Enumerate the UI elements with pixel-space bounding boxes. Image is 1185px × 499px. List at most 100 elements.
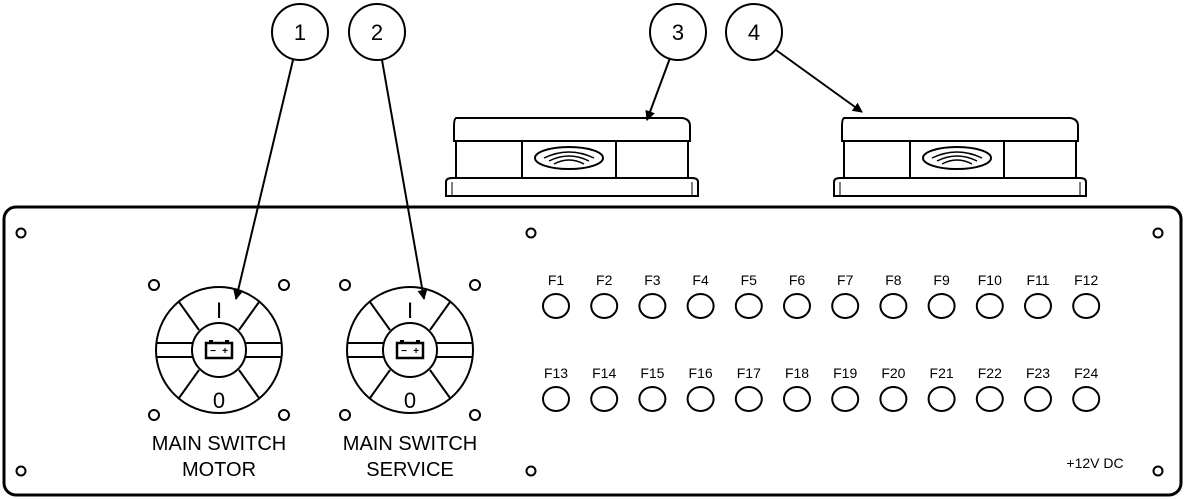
battery-minus: − — [401, 346, 407, 357]
fuse-label: F8 — [885, 272, 902, 288]
fuse-label: F13 — [544, 365, 568, 381]
fuse-label: F14 — [592, 365, 616, 381]
fuse-socket[interactable] — [879, 293, 908, 319]
callout-number: 3 — [672, 20, 684, 45]
fuse-f13[interactable]: F13 — [542, 365, 570, 412]
fuse-label: F24 — [1074, 365, 1098, 381]
fuse-f10[interactable]: F10 — [975, 272, 1004, 319]
fuse-label: F22 — [978, 365, 1002, 381]
fuse-socket[interactable] — [927, 293, 956, 319]
fuse-f5[interactable]: F5 — [734, 272, 763, 319]
switch-off-label: 0 — [404, 388, 416, 413]
fuse-f20[interactable]: F20 — [879, 365, 908, 412]
mounting-hole — [1152, 465, 1164, 477]
fuse-label: F20 — [881, 365, 905, 381]
fuse-f22[interactable]: F22 — [975, 365, 1004, 412]
mounting-hole — [15, 465, 27, 477]
fuse-f6[interactable]: F6 — [783, 272, 811, 319]
fuse-socket[interactable] — [831, 386, 860, 412]
fuse-f15[interactable]: F15 — [638, 365, 667, 412]
battery-icon: − + — [204, 340, 234, 360]
fuse-socket[interactable] — [1024, 386, 1052, 412]
callout-number: 1 — [294, 20, 306, 45]
switch-label-line2: MOTOR — [182, 459, 256, 481]
callout-3: 3 — [645, 3, 707, 121]
fuse-socket[interactable] — [975, 386, 1004, 412]
fuse-socket[interactable] — [734, 293, 763, 319]
mounting-hole — [1152, 227, 1164, 239]
fuse-label: F23 — [1026, 365, 1050, 381]
fuse-f1[interactable]: F1 — [542, 272, 570, 319]
fuse-socket[interactable] — [734, 386, 763, 412]
fuse-label: F11 — [1026, 272, 1049, 288]
fuse-socket[interactable] — [783, 386, 811, 412]
switch-screw-hole — [148, 279, 160, 291]
fuse-label: F12 — [1074, 272, 1098, 288]
fuse-f21[interactable]: F21 — [927, 365, 956, 412]
callout-1: 1 — [233, 3, 329, 300]
fuse-f4[interactable]: F4 — [686, 272, 715, 319]
fuse-socket[interactable] — [542, 386, 570, 412]
switch-on-label: I — [407, 298, 413, 323]
callout-number: 4 — [748, 20, 760, 45]
fuse-socket[interactable] — [879, 386, 908, 412]
fuse-f9[interactable]: F9 — [927, 272, 956, 319]
fuse-socket[interactable] — [783, 293, 811, 319]
fuse-socket[interactable] — [686, 386, 715, 412]
fuse-label: F9 — [933, 272, 950, 288]
fuse-label: F1 — [548, 272, 565, 288]
fuse-socket[interactable] — [831, 293, 860, 319]
mounting-hole — [15, 227, 27, 239]
callout-number: 2 — [371, 20, 383, 45]
fuse-socket[interactable] — [590, 386, 619, 412]
fuse-socket[interactable] — [590, 293, 619, 319]
fuse-socket[interactable] — [1024, 293, 1052, 319]
fuse-socket[interactable] — [1072, 293, 1101, 319]
switch-label-line1: MAIN SWITCH — [152, 433, 286, 455]
fuse-f17[interactable]: F17 — [734, 365, 763, 412]
fuse-f12[interactable]: F12 — [1072, 272, 1101, 319]
switch-screw-hole — [278, 409, 290, 421]
switch-module-4 — [833, 117, 1087, 197]
battery-plus: + — [413, 346, 419, 357]
fuse-f2[interactable]: F2 — [590, 272, 619, 319]
fuse-label: F17 — [737, 365, 761, 381]
switch-label-line1: MAIN SWITCH — [343, 433, 477, 455]
fuse-f23[interactable]: F23 — [1024, 365, 1052, 412]
switch-on-label: I — [216, 298, 222, 323]
fuse-socket[interactable] — [638, 386, 667, 412]
fuse-socket[interactable] — [638, 293, 667, 319]
control-panel — [2, 205, 1183, 497]
mounting-holes — [15, 227, 1164, 477]
fuse-socket[interactable] — [927, 386, 956, 412]
fuse-socket[interactable] — [686, 293, 715, 319]
battery-icon: − + — [395, 340, 425, 360]
callout-4: 4 — [725, 3, 863, 113]
fuse-f8[interactable]: F8 — [879, 272, 908, 319]
fuse-label: F16 — [689, 365, 713, 381]
switch-screw-hole — [339, 409, 351, 421]
fuse-f3[interactable]: F3 — [638, 272, 667, 319]
fuse-f16[interactable]: F16 — [686, 365, 715, 412]
fuse-socket[interactable] — [1072, 386, 1101, 412]
switch-off-label: 0 — [213, 388, 225, 413]
fuse-label: F5 — [741, 272, 758, 288]
fuse-f7[interactable]: F7 — [831, 272, 860, 319]
fuse-f24[interactable]: F24 — [1072, 365, 1101, 412]
fuse-f19[interactable]: F19 — [831, 365, 860, 412]
fuse-label: F2 — [596, 272, 613, 288]
battery-plus: + — [222, 346, 228, 357]
fuse-label: F10 — [978, 272, 1002, 288]
main-switch-motor[interactable]: − + I 0 MAIN SWITCH MOTOR — [148, 279, 290, 481]
fuse-socket[interactable] — [975, 293, 1004, 319]
fuse-socket[interactable] — [542, 293, 570, 319]
switch-screw-hole — [469, 409, 481, 421]
fuse-f14[interactable]: F14 — [590, 365, 619, 412]
fuse-label: F15 — [640, 365, 664, 381]
fuse-f18[interactable]: F18 — [783, 365, 811, 412]
fuse-f11[interactable]: F11 — [1024, 272, 1052, 319]
switch-label-line2: SERVICE — [366, 459, 453, 481]
switch-screw-hole — [469, 279, 481, 291]
main-switch-service[interactable]: − + I 0 MAIN SWITCH SERVICE — [339, 279, 481, 481]
